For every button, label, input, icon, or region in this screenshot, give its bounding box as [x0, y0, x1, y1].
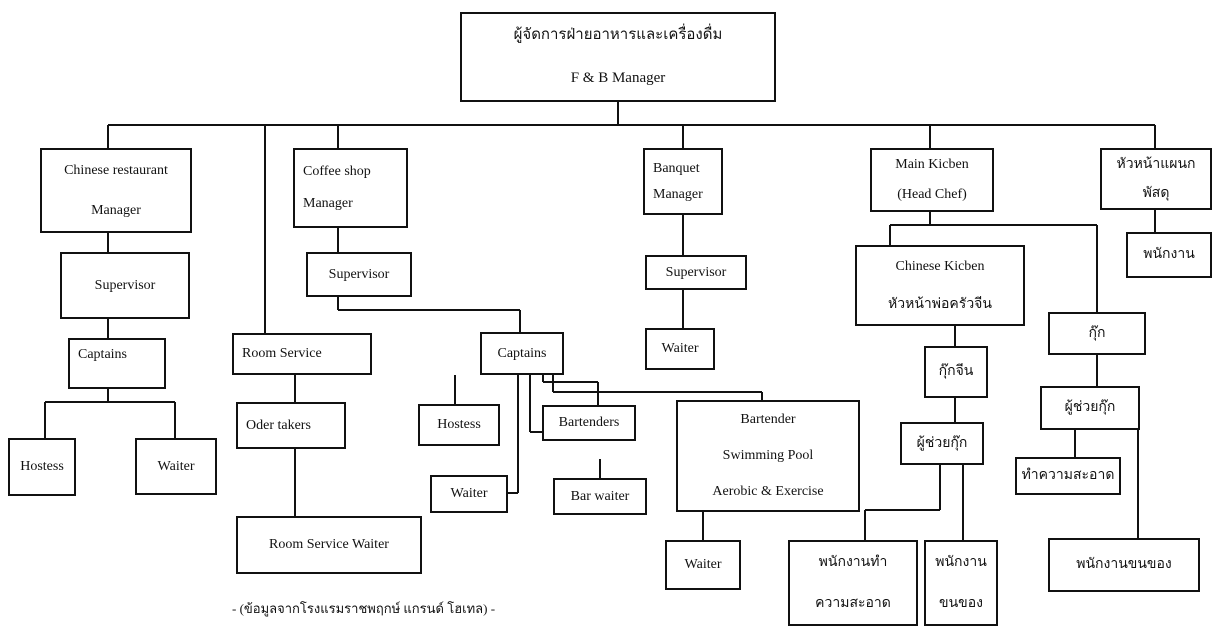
chinese-restaurant-label: Chinese restaurant — [64, 162, 168, 178]
cleaning-label: ทำความสะอาด — [1021, 468, 1115, 484]
banquet-waiter-box: Waiter — [645, 328, 715, 370]
coffee-shop-supervisor-box: Supervisor — [306, 252, 412, 297]
chinese-restaurant-hostess-box: Hostess — [8, 438, 76, 496]
chinese-restaurant-supervisor-box: Supervisor — [60, 252, 190, 319]
chinese-kitchen-box: Chinese Kicben หัวหน้าพ่อครัวจีน — [855, 245, 1025, 326]
waiter-label: Waiter — [684, 557, 722, 573]
chinese-kitchen-label: Chinese Kicben — [895, 258, 985, 274]
cook-box: กุ๊ก — [1048, 312, 1146, 355]
porter-2-box: พนักงานขนของ — [1048, 538, 1200, 592]
order-takers-label: Oder takers — [246, 417, 311, 433]
cleaner-label-line2: ความสะอาด — [815, 595, 891, 611]
head-chef-label: (Head Chef) — [897, 187, 967, 203]
assistant-cook-2-box: ผู้ช่วยกุ๊ก — [1040, 386, 1140, 430]
cleaning-box: ทำความสะอาด — [1015, 457, 1121, 495]
manager-label: Manager — [303, 196, 353, 212]
chinese-cook-label: กุ๊กจีน — [938, 364, 974, 380]
supervisor-label: Supervisor — [94, 277, 156, 293]
supplies-staff-box: พนักงาน — [1126, 232, 1212, 278]
swimming-pool-label: Swimming Pool — [722, 448, 814, 464]
coffee-shop-label: Coffee shop — [303, 164, 371, 180]
porter-box: พนักงาน ขนของ — [924, 540, 998, 626]
cleaner-box: พนักงานทำ ความสะอาด — [788, 540, 918, 626]
room-service-label: Room Service — [242, 346, 322, 362]
coffee-shop-waiter-box: Waiter — [430, 475, 508, 513]
coffee-shop-bar-waiter-box: Bar waiter — [553, 478, 647, 515]
chinese-restaurant-captains-box: Captains — [68, 338, 166, 389]
porter-label: พนักงานขนของ — [1076, 557, 1172, 573]
captains-label: Captains — [78, 347, 127, 362]
coffee-shop-manager-box: Coffee shop Manager — [293, 148, 408, 228]
fb-manager-box: ผู้จัดการฝ่ายอาหารและเครื่องดื่ม F & B M… — [460, 12, 776, 102]
coffee-shop-captains-box: Captains — [480, 332, 564, 375]
room-service-waiter-label: Room Service Waiter — [269, 537, 389, 553]
cook-label: กุ๊ก — [1088, 325, 1106, 341]
chinese-head-chef-label: หัวหน้าพ่อครัวจีน — [888, 297, 992, 312]
order-takers-box: Oder takers — [236, 402, 346, 449]
source-caption: - (ข้อมูลจากโรงแรมราชพฤกษ์ แกรนด์ โฮเทล)… — [232, 601, 496, 616]
assistant-cook-box: ผู้ช่วยกุ๊ก — [900, 422, 984, 465]
chinese-restaurant-waiter-box: Waiter — [135, 438, 217, 495]
bar-waiter-label: Bar waiter — [570, 488, 630, 504]
main-kitchen-label: Main Kicben — [895, 157, 969, 173]
chinese-cook-box: กุ๊กจีน — [924, 346, 988, 398]
supplies-head-label-line2: พัสดุ — [1142, 185, 1170, 201]
manager-label: Manager — [653, 186, 703, 202]
assistant-cook-label: ผู้ช่วยกุ๊ก — [1064, 400, 1116, 416]
chinese-restaurant-manager-box: Chinese restaurant Manager — [40, 148, 192, 233]
bartender-label: Bartender — [740, 412, 796, 428]
captains-label: Captains — [497, 345, 547, 361]
coffee-shop-bartenders-box: Bartenders — [542, 405, 636, 441]
fb-manager-th: ผู้จัดการฝ่ายอาหารและเครื่องดื่ม — [513, 27, 723, 44]
waiter-label: Waiter — [450, 486, 488, 502]
supervisor-label: Supervisor — [328, 266, 390, 282]
porter-label-line1: พนักงาน — [935, 554, 987, 570]
aerobic-exercise-label: Aerobic & Exercise — [712, 484, 824, 500]
room-service-waiter-box: Room Service Waiter — [236, 516, 422, 574]
room-service-box: Room Service — [232, 333, 372, 375]
assistant-cook-label: ผู้ช่วยกุ๊ก — [916, 435, 968, 451]
supplies-head-box: หัวหน้าแผนก พัสดุ — [1100, 148, 1212, 210]
hostess-label: Hostess — [437, 417, 481, 433]
supplies-head-label-line1: หัวหน้าแผนก — [1116, 156, 1196, 172]
supervisor-label: Supervisor — [665, 264, 727, 280]
porter-label-line2: ขนของ — [939, 595, 983, 611]
banquet-manager-box: Banquet Manager — [643, 148, 723, 215]
main-kitchen-box: Main Kicben (Head Chef) — [870, 148, 994, 212]
supplies-staff-label: พนักงาน — [1143, 247, 1195, 263]
manager-label: Manager — [91, 203, 141, 218]
banquet-label: Banquet — [653, 161, 700, 176]
coffee-shop-hostess-box: Hostess — [418, 404, 500, 446]
banquet-supervisor-box: Supervisor — [645, 255, 747, 290]
fb-manager-en: F & B Manager — [570, 70, 666, 87]
waiter-label: Waiter — [661, 341, 699, 357]
bartenders-label: Bartenders — [558, 415, 620, 431]
pool-bartender-box: Bartender Swimming Pool Aerobic & Exerci… — [676, 400, 860, 512]
pool-waiter-box: Waiter — [665, 540, 741, 590]
cleaner-label-line1: พนักงานทำ — [818, 554, 888, 570]
waiter-label: Waiter — [157, 458, 195, 474]
hostess-label: Hostess — [20, 459, 64, 475]
